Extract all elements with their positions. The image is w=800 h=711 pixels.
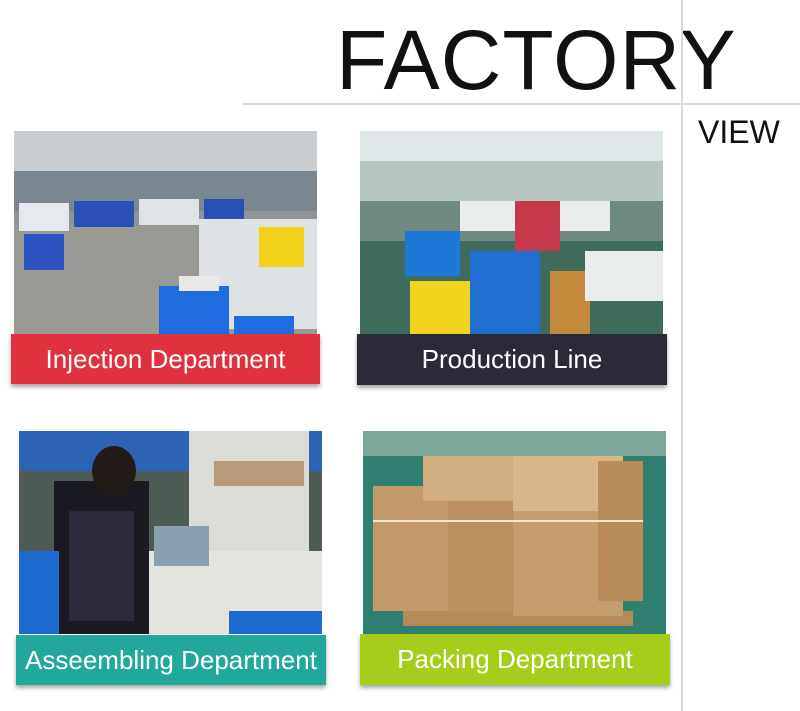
packing-department-photo xyxy=(363,431,666,634)
page-subtitle: VIEW xyxy=(698,114,780,150)
title-divider xyxy=(243,103,800,105)
injection-department-photo xyxy=(14,131,317,335)
production-line-label: Production Line xyxy=(357,334,667,385)
injection-department-label: Injection Department xyxy=(11,334,320,384)
assembling-department-photo xyxy=(19,431,322,634)
assembling-department-label: Asseembling Department xyxy=(16,635,326,685)
packing-department-label: Packing Department xyxy=(360,634,670,685)
vertical-divider xyxy=(681,0,683,711)
production-line-photo xyxy=(360,131,663,335)
page-title: FACTORY xyxy=(336,13,737,107)
